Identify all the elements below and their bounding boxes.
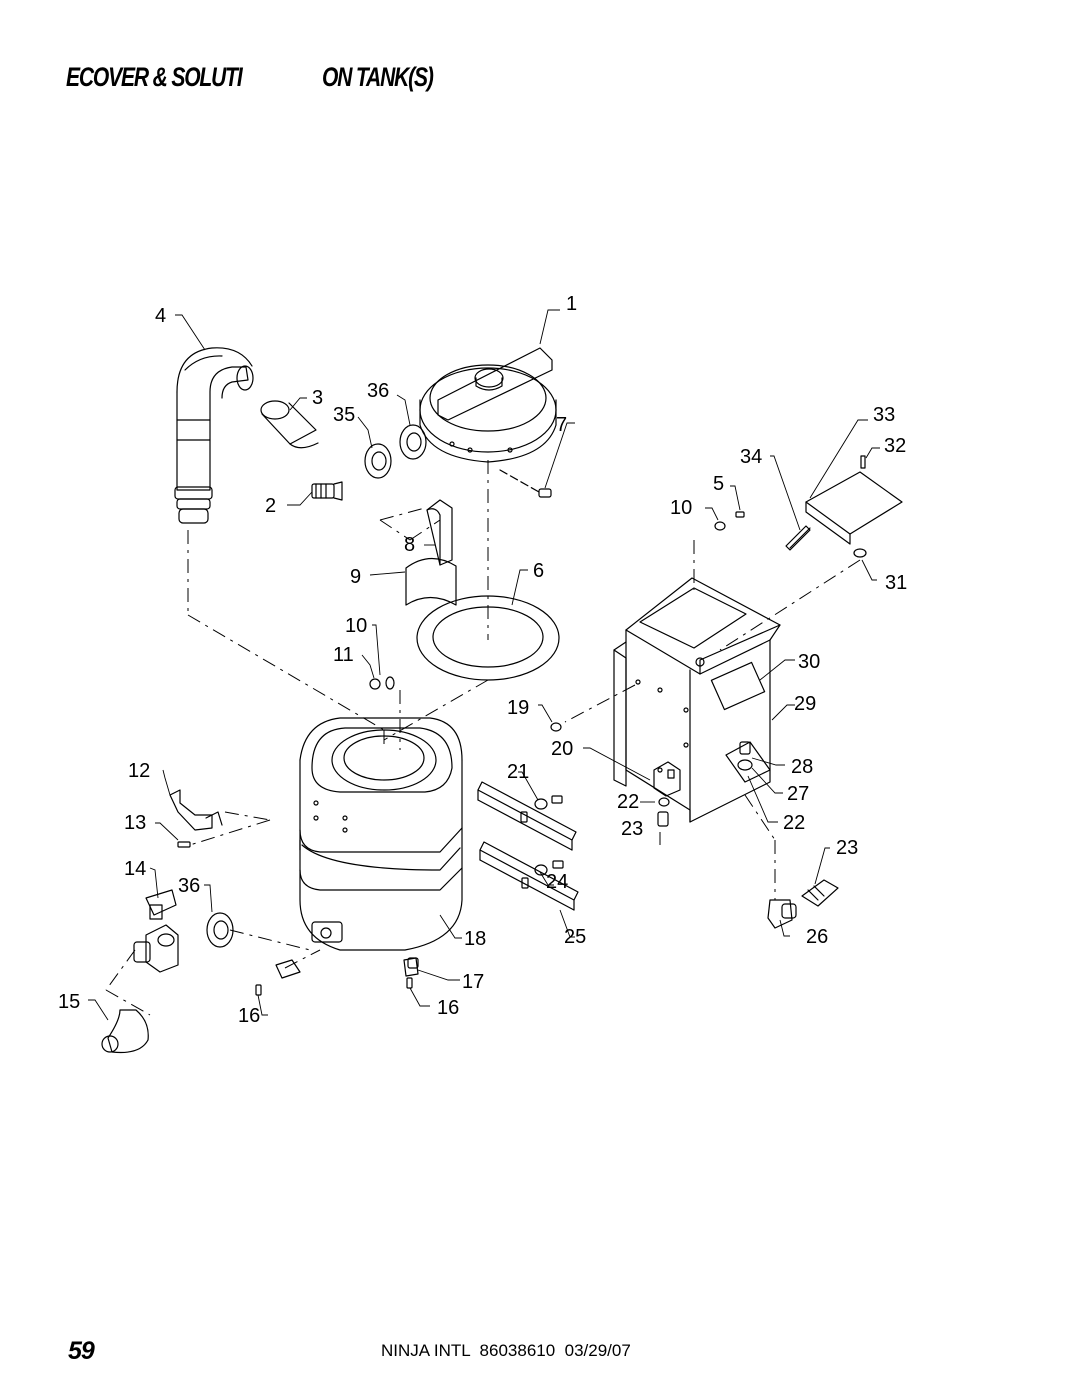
- part-gasket-35: [364, 443, 392, 479]
- callout-23-left: 23: [621, 818, 643, 840]
- part-hose-cuff: [101, 1009, 149, 1054]
- part-valve-28: [739, 741, 751, 755]
- callout-labels: 1 2 3 4 5 6 7 8 9 10 10 11 12 13 14 15 1…: [58, 293, 907, 1027]
- part-rail-lower: [479, 841, 579, 911]
- callout-12: 12: [128, 760, 150, 782]
- part-switch: [653, 761, 681, 797]
- callout-5: 5: [713, 473, 724, 495]
- part-screw-16-left: [255, 984, 262, 996]
- callout-2: 2: [265, 495, 276, 517]
- callout-24: 24: [546, 871, 568, 893]
- callout-17: 17: [462, 971, 484, 993]
- part-cover-plate: [805, 471, 903, 535]
- callout-25: 25: [564, 926, 586, 948]
- callout-11: 11: [333, 644, 354, 666]
- part-rail-upper: [477, 781, 577, 851]
- part-gasket-36-top: [399, 424, 427, 460]
- part-fitting-23: [657, 811, 669, 827]
- part-washer-27: [737, 759, 753, 771]
- part-washer-22: [658, 797, 670, 807]
- callout-34: 34: [740, 446, 762, 468]
- part-screw-32: [860, 455, 866, 469]
- callout-10-right: 10: [670, 497, 692, 519]
- part-washer-10-right: [714, 521, 726, 531]
- part-clip: [275, 959, 301, 979]
- assembly-lines: [105, 460, 861, 1016]
- part-clip-17: [403, 957, 419, 977]
- part-screw-16-right: [406, 977, 413, 989]
- callout-16-right: 16: [437, 997, 459, 1019]
- callout-23-right: 23: [836, 837, 858, 859]
- callout-27: 27: [787, 783, 809, 805]
- callout-9: 9: [350, 566, 361, 588]
- page-title-left: ECOVER & SOLUTI: [66, 62, 243, 92]
- callout-13: 13: [124, 812, 146, 834]
- callout-21: 21: [507, 761, 529, 783]
- callout-14: 14: [124, 858, 146, 880]
- callout-3: 3: [312, 387, 323, 409]
- part-washer-31: [853, 548, 867, 558]
- part-washer-21: [534, 798, 548, 810]
- part-gasket-36-bottom: [206, 912, 234, 948]
- callout-7: 7: [556, 414, 567, 436]
- callout-6: 6: [533, 560, 544, 582]
- callout-22-right: 22: [783, 812, 805, 834]
- part-hose-elbow: [174, 347, 254, 524]
- part-washer-24: [534, 864, 548, 876]
- callout-15: 15: [58, 991, 80, 1013]
- callout-26: 26: [806, 926, 828, 948]
- callout-31: 31: [885, 572, 907, 594]
- callout-8: 8: [404, 534, 415, 556]
- part-recovery-tank: [299, 717, 463, 969]
- callout-22-left: 22: [617, 791, 639, 813]
- part-screw-7: [499, 469, 552, 498]
- callout-18: 18: [464, 928, 486, 950]
- callout-1: 1: [566, 293, 577, 315]
- part-elbow-26: [767, 899, 797, 929]
- callout-32: 32: [884, 435, 906, 457]
- part-bracket-8: [426, 499, 453, 566]
- part-strip-34: [789, 527, 811, 549]
- part-fitting-23-right: [801, 879, 839, 907]
- callout-28: 28: [791, 756, 813, 778]
- callout-36-top: 36: [367, 380, 389, 402]
- callout-30: 30: [798, 651, 820, 673]
- part-lid: [419, 347, 557, 463]
- callout-35: 35: [333, 404, 355, 426]
- part-drain-valve: [133, 889, 179, 973]
- part-handle: [169, 789, 223, 831]
- callout-33: 33: [873, 404, 895, 426]
- part-washer-19: [550, 722, 562, 732]
- page-title-right: ON TANK(S): [322, 62, 434, 92]
- part-fitting: [311, 481, 343, 501]
- document-id: NINJA INTL 86038610 03/29/07: [381, 1341, 631, 1360]
- callout-20: 20: [551, 738, 573, 760]
- part-strainer: [260, 400, 319, 449]
- callout-4: 4: [155, 305, 166, 327]
- part-filter-screen: [405, 557, 457, 606]
- part-screw-5: [735, 511, 745, 518]
- callout-36-bottom: 36: [178, 875, 200, 897]
- callout-10-left: 10: [345, 615, 367, 637]
- part-washer-10: [385, 676, 395, 690]
- callout-16-left: 16: [238, 1005, 260, 1027]
- part-nut-11: [369, 678, 381, 690]
- part-screw-13: [177, 841, 191, 848]
- part-solution-tank: [613, 577, 781, 823]
- page-number: 59: [68, 1337, 95, 1365]
- leader-lines: [88, 309, 880, 1021]
- callout-29: 29: [794, 693, 816, 715]
- callout-19: 19: [507, 697, 529, 719]
